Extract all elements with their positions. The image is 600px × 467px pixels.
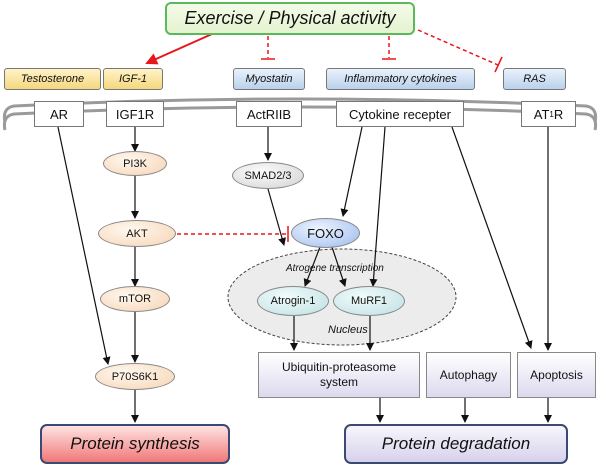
protein-synthesis-box: Protein synthesis — [40, 424, 230, 464]
exercise-to-igf1-arrow — [145, 33, 213, 65]
ar-receptor: AR — [34, 101, 84, 127]
igf1r-receptor: IGF1R — [106, 101, 164, 127]
akt-inhibits-foxo-line — [177, 226, 289, 242]
mtor-node: mTOR — [100, 286, 170, 312]
at1r-label-subscript: 1 — [549, 109, 554, 119]
foxo-node: FOXO — [291, 218, 360, 248]
pi3k-node: PI3K — [103, 151, 167, 176]
pathway-arrows — [57, 126, 552, 423]
inflammatory-cytokines-ligand: Inflammatory cytokines — [326, 68, 475, 90]
atrogene-transcription-label: Atrogene transcription — [286, 263, 384, 274]
at1r-label-main: AT — [533, 106, 550, 122]
autophagy-box: Autophagy — [426, 352, 511, 398]
at1r-label-end: R — [553, 106, 564, 122]
protein-degradation-box: Protein degradation — [344, 424, 568, 464]
apoptosis-box: Apoptosis — [517, 352, 596, 398]
igf1-ligand: IGF-1 — [103, 68, 163, 90]
cytokine-receptor: Cytokine recepter — [336, 101, 464, 127]
ras-ligand: RAS — [503, 68, 566, 90]
ubiquitin-proteasome-box: Ubiquitin-proteasome system — [258, 352, 420, 398]
myostatin-ligand: Myostatin — [233, 68, 305, 90]
smad-node: SMAD2/3 — [232, 162, 304, 189]
testosterone-ligand: Testosterone — [4, 68, 101, 90]
actriib-receptor: ActRIIB — [236, 101, 302, 127]
p70s6k1-node: P70S6K1 — [95, 363, 175, 390]
exercise-node: Exercise / Physical activity — [165, 2, 415, 35]
atrogin1-node: Atrogin-1 — [257, 286, 329, 316]
exercise-inhibition-lines — [261, 29, 503, 73]
akt-node: AKT — [98, 220, 176, 247]
murf1-node: MuRF1 — [333, 286, 405, 316]
nucleus-label: Nucleus — [328, 324, 368, 336]
